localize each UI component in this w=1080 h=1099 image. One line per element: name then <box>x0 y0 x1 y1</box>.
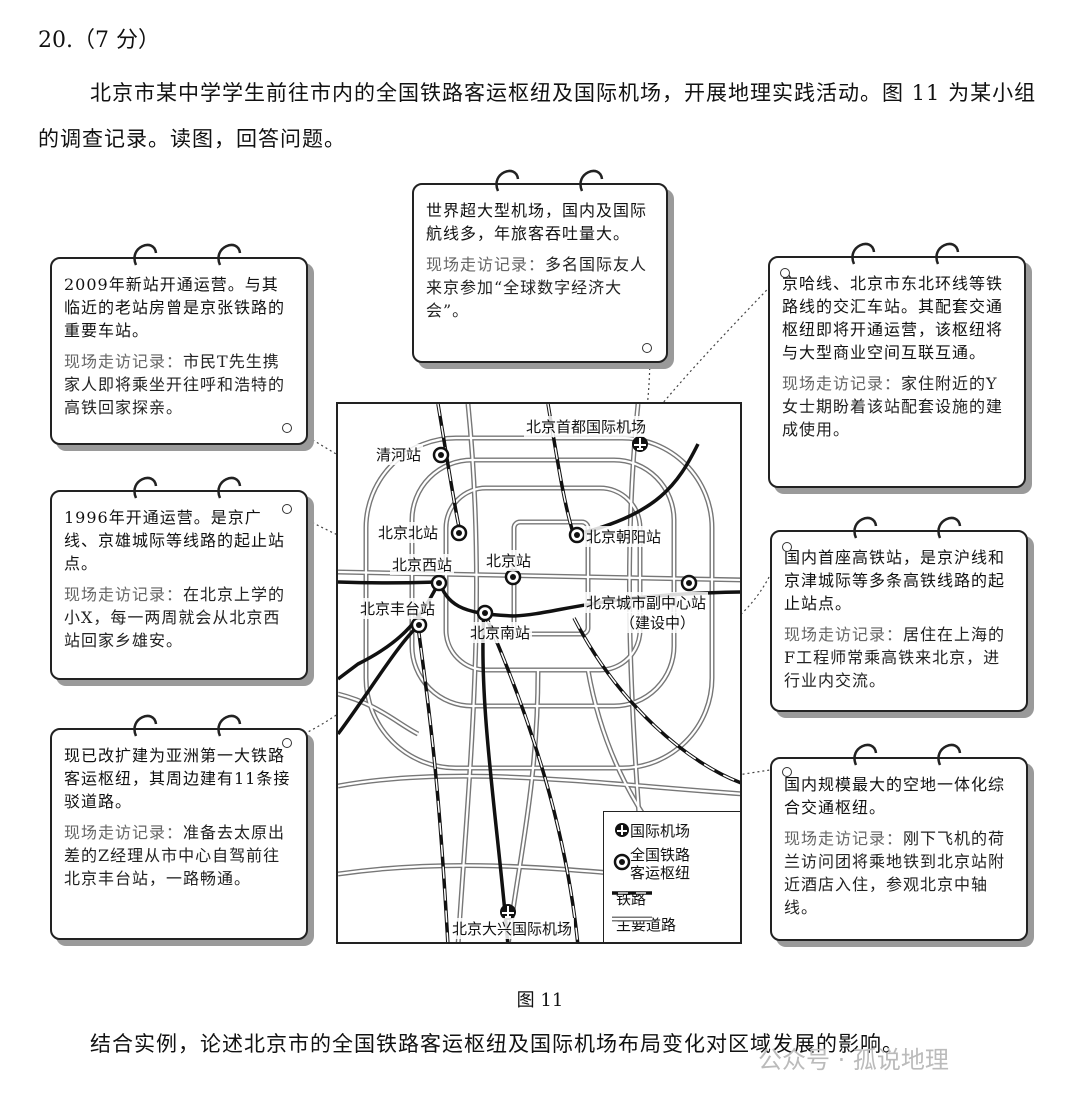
visit-label: 现场走访记录： <box>784 625 904 644</box>
pin-hole-icon <box>282 423 292 433</box>
visit-label: 现场走访记录： <box>64 823 184 842</box>
road-line-icon <box>612 916 652 922</box>
legend-hub: 全国铁路客运枢纽 <box>612 846 690 882</box>
pin-hole-icon <box>282 738 292 748</box>
railway-hub-icon <box>613 853 631 871</box>
note-chaoyang: 京哈线、北京市东北环线等铁路线的交汇车站。其配套交通枢纽即将开通运营，该枢纽将与… <box>768 242 1026 488</box>
pin-hole-icon <box>782 767 792 777</box>
pin-hole-icon <box>782 542 792 552</box>
airport-icon <box>615 823 629 837</box>
question-prompt: 结合实例，论述北京市的全国铁路客运枢纽及国际机场布局变化对区域发展的影响。 <box>90 1032 904 1056</box>
pin-hole-icon <box>642 343 652 353</box>
question-number: 20.（7 分） <box>38 28 160 53</box>
visit-text: 家住附近的Y女士期盼着该站配套设施的建成使用。 <box>782 374 1004 439</box>
airport-icon <box>632 436 648 452</box>
note-fengtai-visit: 现场走访记录：准备去太原出差的Z经理从市中心自驾前往北京丰台站，一路畅通。 <box>64 821 294 890</box>
note-daxing-main: 国内规模最大的空地一体化综合交通枢纽。 <box>784 775 1006 817</box>
legend-hub-label: 全国铁路客运枢纽 <box>630 846 690 882</box>
label-capital-airport: 北京首都国际机场 <box>524 416 649 437</box>
binder-ring-icon <box>579 169 604 192</box>
binder-ring-icon <box>937 743 962 766</box>
binder-ring-icon <box>851 242 876 265</box>
legend-road: 主要道路 <box>612 914 676 935</box>
note-daxing: 国内规模最大的空地一体化综合交通枢纽。 现场走访记录：刚下飞机的荷兰访问团将乘地… <box>770 743 1028 941</box>
railway-hub-icon <box>450 524 468 542</box>
visit-label: 现场走访记录： <box>782 374 902 393</box>
beijing-transport-map: 北京首都国际机场 清河站 北京北站 北京朝阳站 北京西站 北京站 北京城市副中心… <box>336 402 742 944</box>
binder-ring-icon <box>133 714 158 737</box>
visit-text: 多名国际友人来京参加“全球数字经济大会”。 <box>426 255 648 320</box>
legend-hub-line1: 全国铁路 <box>630 846 691 864</box>
note-south-visit: 现场走访记录：居住在上海的F工程师常乘高铁来北京，进行业内交流。 <box>784 623 1014 692</box>
note-south-main: 国内首座高铁站，是京沪线和京津城际等多条高铁线路的起止站点。 <box>784 548 1006 613</box>
binder-ring-icon <box>217 476 242 499</box>
label-beijing-north: 北京北站 <box>376 522 441 543</box>
note-daxing-visit: 现场走访记录：刚下飞机的荷兰访问团将乘地铁到北京站附近酒店入住，参观北京中轴线。 <box>784 827 1014 919</box>
map-network <box>338 404 740 942</box>
watermark: 公众号 · 孤说地理 <box>758 1046 949 1074</box>
binder-ring-icon <box>133 476 158 499</box>
visit-text: 准备去太原出差的Z经理从市中心自驾前往北京丰台站，一路畅通。 <box>64 823 286 888</box>
railway-hub-icon <box>504 568 522 586</box>
label-subcenter: 北京城市副中心站 <box>584 592 709 613</box>
binder-ring-icon <box>935 242 960 265</box>
label-subcenter-note: （建设中） <box>618 612 698 633</box>
visit-text: 在北京上学的小X，每一两周就会从北京西站回家乡雄安。 <box>64 585 286 650</box>
legend-airport: 国际机场 <box>612 820 690 841</box>
label-daxing-airport: 北京大兴国际机场 <box>450 918 575 939</box>
binder-ring-icon <box>217 714 242 737</box>
visit-text: 市民T先生携家人即将乘坐开往呼和浩特的高铁回家探亲。 <box>64 352 286 417</box>
note-chaoyang-main: 京哈线、北京市东北环线等铁路线的交汇车站。其配套交通枢纽即将开通运营，该枢纽将与… <box>782 274 1004 362</box>
note-capital-visit: 现场走访记录：多名国际友人来京参加“全球数字经济大会”。 <box>426 253 654 322</box>
note-qinghe-visit: 现场走访记录：市民T先生携家人即将乘坐开往呼和浩特的高铁回家探亲。 <box>64 350 294 419</box>
railway-hub-icon <box>476 604 494 622</box>
railway-hub-icon <box>680 574 698 592</box>
binder-ring-icon <box>853 516 878 539</box>
legend-hub-line2: 客运枢纽 <box>630 864 691 882</box>
label-chaoyang: 北京朝阳站 <box>584 526 664 547</box>
binder-ring-icon <box>853 743 878 766</box>
binder-ring-icon <box>217 243 242 266</box>
note-west-visit: 现场走访记录：在北京上学的小X，每一两周就会从北京西站回家乡雄安。 <box>64 583 294 652</box>
pin-hole-icon <box>780 268 790 278</box>
legend-airport-label: 国际机场 <box>630 822 691 840</box>
visit-text: 居住在上海的F工程师常乘高铁来北京，进行业内交流。 <box>784 625 1006 690</box>
note-capital-airport: 世界超大型机场，国内及国际航线多，年旅客吞吐量大。 现场走访记录：多名国际友人来… <box>412 169 668 363</box>
note-beijing-west: 1996年开通运营。是京广线、京雄城际等线路的起止站点。 现场走访记录：在北京上… <box>50 476 308 680</box>
legend-railway: 铁路 <box>612 888 652 909</box>
label-beijing-south: 北京南站 <box>468 622 533 643</box>
railway-hub-icon <box>432 446 450 464</box>
question-intro: 北京市某中学学生前往市内的全国铁路客运枢纽及国际机场，开展地理实践活动。图 11… <box>38 81 1037 151</box>
railway-hub-icon <box>430 574 448 592</box>
railway-line-icon <box>612 891 652 895</box>
figure-caption: 图 11 <box>516 990 564 1011</box>
binder-ring-icon <box>495 169 520 192</box>
visit-label: 现场走访记录： <box>64 585 184 604</box>
binder-ring-icon <box>937 516 962 539</box>
visit-label: 现场走访记录： <box>64 352 184 371</box>
label-qinghe: 清河站 <box>374 444 424 465</box>
label-beijing-west: 北京西站 <box>390 554 455 575</box>
note-beijing-south: 国内首座高铁站，是京沪线和京津城际等多条高铁线路的起止站点。 现场走访记录：居住… <box>770 516 1028 712</box>
note-fengtai: 现已改扩建为亚洲第一大铁路客运枢纽，其周边建有11条接驳道路。 现场走访记录：准… <box>50 714 308 940</box>
note-fengtai-main: 现已改扩建为亚洲第一大铁路客运枢纽，其周边建有11条接驳道路。 <box>64 746 291 811</box>
note-qinghe: 2009年新站开通运营。与其临近的老站房曾是京张铁路的重要车站。 现场走访记录：… <box>50 243 308 445</box>
pin-hole-icon <box>282 504 292 514</box>
note-west-main: 1996年开通运营。是京广线、京雄城际等线路的起止站点。 <box>64 508 286 573</box>
note-qinghe-main: 2009年新站开通运营。与其临近的老站房曾是京张铁路的重要车站。 <box>64 275 286 340</box>
note-chaoyang-visit: 现场走访记录：家住附近的Y女士期盼着该站配套设施的建成使用。 <box>782 372 1012 441</box>
visit-label: 现场走访记录： <box>784 829 904 848</box>
note-capital-main: 世界超大型机场，国内及国际航线多，年旅客吞吐量大。 <box>426 201 648 243</box>
airport-icon <box>500 904 516 920</box>
visit-text: 刚下飞机的荷兰访问团将乘地铁到北京站附近酒店入住，参观北京中轴线。 <box>784 829 1006 917</box>
binder-ring-icon <box>133 243 158 266</box>
label-beijing: 北京站 <box>484 550 534 571</box>
visit-label: 现场走访记录： <box>426 255 546 274</box>
label-fengtai: 北京丰台站 <box>358 598 438 619</box>
map-legend: 国际机场 全国铁路客运枢纽 铁路 主要道路 <box>603 811 740 942</box>
